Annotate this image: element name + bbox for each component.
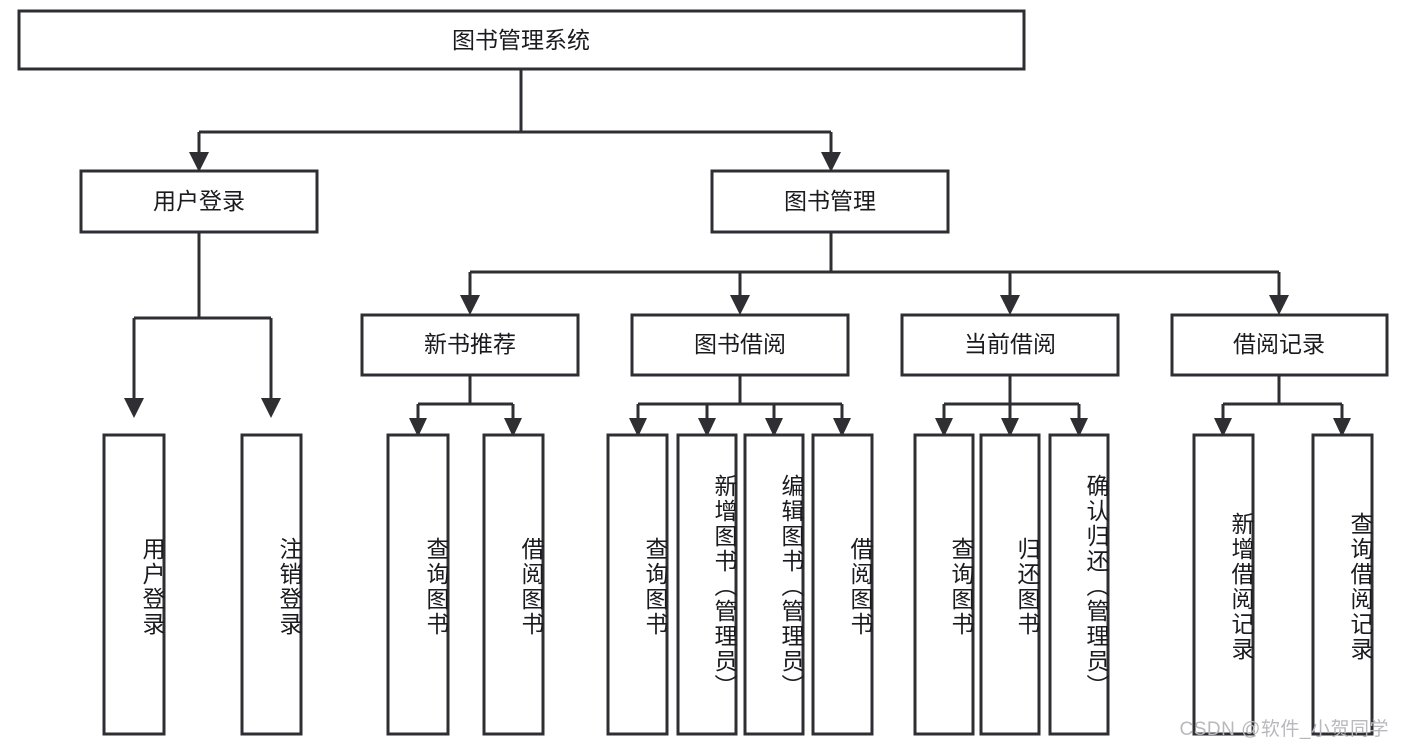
node-book-manage-label: 图书管理	[784, 188, 876, 214]
arrowhead-borrowrecord-leaf-2	[1333, 418, 1351, 437]
arrowhead-layer	[124, 152, 1351, 437]
arrowhead-book-borrow	[730, 295, 750, 315]
arrowhead-newbook-leaf-2	[504, 418, 522, 437]
arrowhead-currentborrow-leaf-2	[1001, 418, 1019, 437]
arrowhead-leaf-user-login	[124, 398, 144, 418]
arrowhead-bookborrow-leaf-2	[698, 418, 716, 437]
node-current-borrow[interactable]	[900, 313, 1120, 377]
node-leaf-query-borrow-record[interactable]	[1311, 433, 1374, 736]
arrowhead-bookborrow-leaf-3	[765, 418, 783, 437]
csdn-watermark: CSDN @软件_小贺同学	[1179, 719, 1389, 740]
node-user-login-label: 用户登录	[153, 188, 245, 214]
node-borrow-record[interactable]	[1170, 313, 1389, 377]
node-new-book-recommend-label: 新书推荐	[424, 331, 516, 357]
node-leaf-add-book-admin[interactable]	[676, 433, 738, 736]
node-leaf-user-login[interactable]	[102, 433, 166, 736]
node-new-book-recommend[interactable]	[360, 313, 580, 377]
node-layer: 图书管理系统 用户登录 图书管理 新书推荐 图书借阅 当前借阅 借阅记录	[17, 9, 1389, 736]
arrowhead-book-manage	[821, 152, 841, 172]
node-root-system[interactable]	[17, 9, 1026, 71]
node-borrow-record-label: 借阅记录	[1233, 331, 1325, 357]
node-leaf-return-book[interactable]	[979, 433, 1041, 736]
node-book-borrow[interactable]	[630, 313, 850, 377]
node-current-borrow-label: 当前借阅	[964, 331, 1056, 357]
node-root-system-label: 图书管理系统	[452, 27, 590, 53]
arrowhead-newbook-leaf-1	[409, 418, 427, 437]
arrowhead-new-book	[460, 295, 480, 315]
arrowhead-leaf-logout	[261, 398, 281, 418]
arrowhead-borrow-record	[1269, 295, 1289, 315]
node-leaf-add-borrow-record[interactable]	[1192, 433, 1255, 736]
arrowhead-user-login	[189, 152, 209, 172]
arrowhead-bookborrow-leaf-4	[833, 418, 851, 437]
node-leaf-query-book-current[interactable]	[913, 433, 975, 736]
arrowhead-currentborrow-leaf-3	[1070, 418, 1088, 437]
arrowhead-bookborrow-leaf-1	[629, 418, 647, 437]
arrowhead-currentborrow-leaf-1	[935, 418, 953, 437]
node-book-manage[interactable]	[710, 169, 950, 234]
node-leaf-confirm-return-admin[interactable]	[1048, 433, 1110, 736]
arrowhead-current-borrow	[1000, 295, 1020, 315]
node-book-borrow-label: 图书借阅	[694, 331, 786, 357]
node-leaf-logout[interactable]	[240, 433, 303, 736]
node-user-login[interactable]	[79, 169, 319, 234]
arrowhead-borrowrecord-leaf-1	[1214, 418, 1232, 437]
node-leaf-edit-book-admin[interactable]	[743, 433, 805, 736]
node-leaf-query-book-borrow[interactable]	[606, 433, 669, 736]
node-leaf-query-book-recommend[interactable]	[386, 433, 450, 736]
node-leaf-borrow-book[interactable]	[811, 433, 874, 736]
node-leaf-borrow-book-recommend[interactable]	[482, 433, 545, 736]
